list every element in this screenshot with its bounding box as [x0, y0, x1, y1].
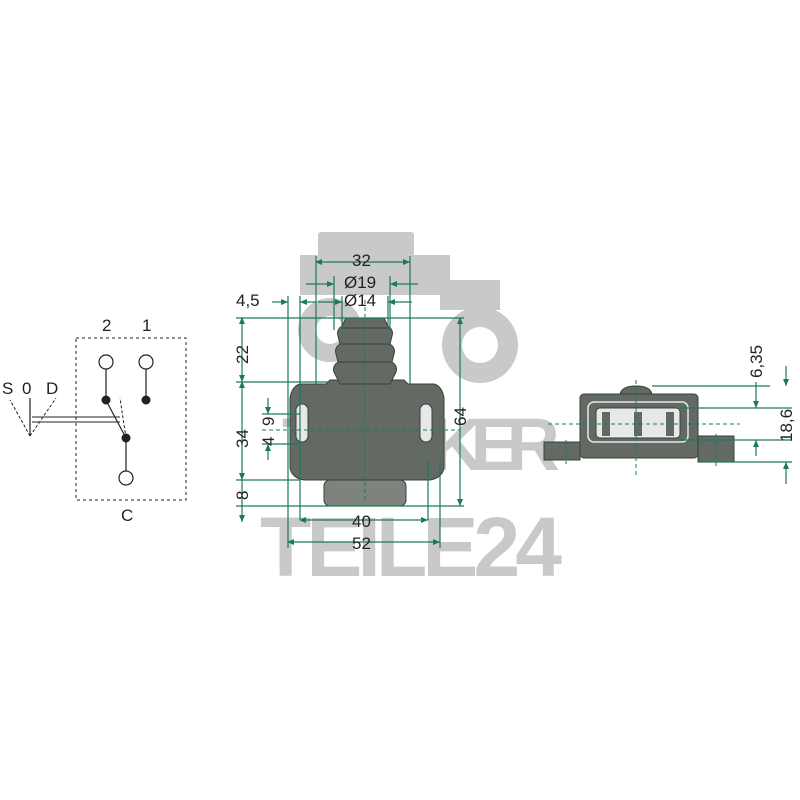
pole-label-d: D	[46, 379, 58, 398]
terminal-label-1: 1	[142, 316, 151, 335]
pole-label-s: S	[2, 379, 13, 398]
dim-dia-19: Ø19	[344, 273, 376, 292]
terminal-label-2: 2	[102, 316, 111, 335]
dim-9: 9	[259, 417, 278, 426]
pole-label-0: 0	[22, 379, 31, 398]
dim-22: 22	[233, 345, 252, 364]
front-view: 32 Ø19 Ø14 4,5 22 34 8 4 9 64 40 5	[233, 251, 470, 553]
switch-schematic: 2 1 C S 0 D	[2, 316, 187, 525]
dim-4-5: 4,5	[236, 291, 260, 310]
side-view: 6,35 18,6	[543, 345, 796, 484]
dim-6-35: 6,35	[747, 345, 766, 378]
switch-body-side	[543, 385, 735, 463]
dim-34: 34	[233, 429, 252, 448]
dim-18-6: 18,6	[777, 409, 796, 442]
dim-40: 40	[352, 512, 371, 531]
dim-4: 4	[259, 437, 278, 446]
terminal-1	[138, 354, 154, 370]
dim-32: 32	[352, 251, 371, 270]
dim-dia-14: Ø14	[344, 291, 376, 310]
watermark-line2: TEILE24	[260, 500, 562, 594]
terminal-2	[98, 354, 114, 370]
tractor-logo	[298, 232, 518, 383]
terminal-c	[118, 470, 134, 486]
dim-8: 8	[233, 491, 252, 500]
terminal-label-c: C	[121, 506, 133, 525]
dim-64: 64	[451, 407, 470, 426]
dim-52: 52	[352, 534, 371, 553]
